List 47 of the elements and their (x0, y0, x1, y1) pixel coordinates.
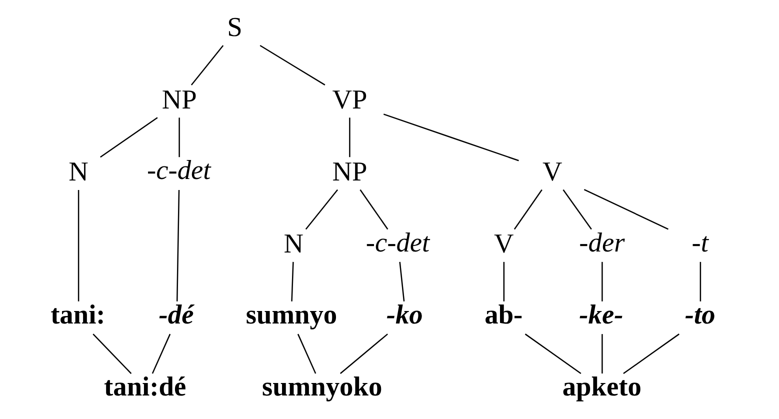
connector (178, 118, 180, 158)
connector (100, 117, 158, 158)
connector (190, 45, 224, 86)
connector (297, 334, 316, 374)
connector (514, 189, 542, 230)
node-text: N (284, 228, 304, 259)
node-text: -ko (386, 299, 423, 330)
node-text: -c-det (146, 155, 211, 186)
connector (503, 262, 505, 302)
node-text: -to (684, 299, 716, 330)
connector (305, 189, 338, 230)
node-text: V (494, 228, 514, 259)
node-text: N (68, 156, 88, 186)
node-text: -der (579, 227, 625, 258)
node-text: VP (332, 84, 368, 114)
connector (78, 190, 80, 302)
node-text: -dé (158, 299, 194, 330)
node-text: NP (332, 156, 368, 186)
node-text: sumnyo (246, 299, 338, 330)
connector (602, 262, 603, 302)
node-text: S (227, 12, 242, 42)
node-text: tani:dé (104, 372, 186, 402)
node-text: NP (162, 84, 197, 114)
connector (602, 334, 603, 374)
connector (92, 334, 132, 374)
node-text: tani: (50, 299, 106, 330)
node-text: apketo (562, 372, 642, 402)
connector (524, 334, 582, 374)
node-text: ab- (484, 299, 523, 330)
connector (399, 262, 405, 302)
connector (349, 118, 350, 158)
connector (291, 262, 294, 302)
connector (340, 334, 388, 374)
connector (176, 190, 180, 302)
connector (152, 334, 171, 374)
connector (700, 262, 702, 302)
connector (584, 189, 668, 230)
connector (383, 114, 519, 162)
node-text: V (542, 156, 562, 186)
connector (260, 44, 326, 86)
connector (623, 334, 680, 374)
node-text: -ke- (579, 299, 624, 330)
connector (360, 189, 388, 230)
node-text: -c-det (366, 227, 430, 258)
connector (562, 189, 592, 230)
node-text: sumnyoko (262, 372, 382, 402)
node-text: -t (692, 227, 708, 258)
